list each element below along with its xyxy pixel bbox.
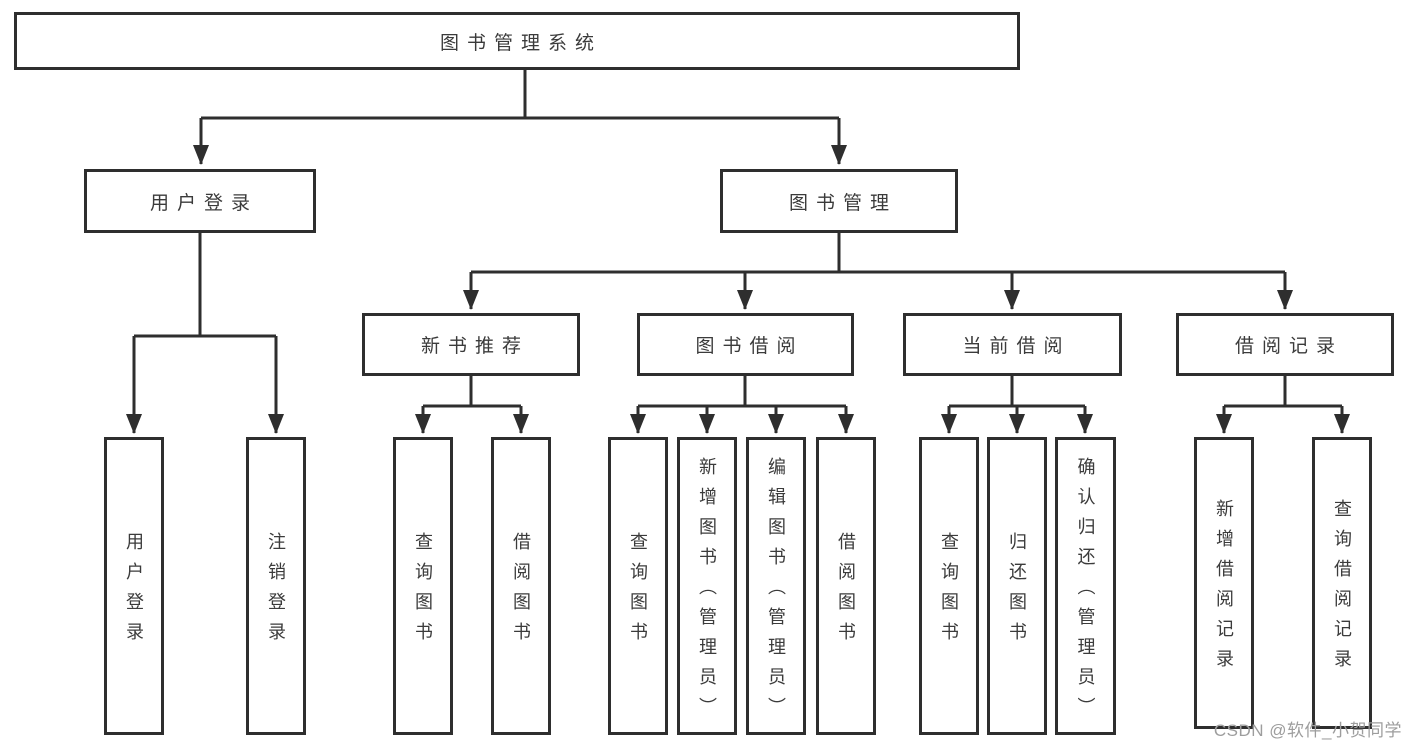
node-root: 图书管理系统 [14,12,1020,70]
node-bb-edit-books-admin: 编辑图书（管理员） [746,437,806,735]
node-cb-confirm-return-admin: 确认归还（管理员） [1055,437,1116,735]
node-br-query-record: 查询借阅记录 [1312,437,1372,729]
node-current-borrow: 当前借阅 [903,313,1122,376]
csdn-watermark: CSDN @软件_小贺同学 [1213,721,1402,740]
node-login: 用户登录 [104,437,164,735]
node-br-add-record: 新增借阅记录 [1194,437,1254,729]
node-bb-add-books-admin: 新增图书（管理员） [677,437,737,735]
node-cb-query-books: 查询图书 [919,437,979,735]
node-user-login: 用户登录 [84,169,316,233]
node-borrow-records: 借阅记录 [1176,313,1394,376]
node-bb-borrow-books: 借阅图书 [816,437,876,735]
node-logout: 注销登录 [246,437,306,735]
node-nb-borrow-books: 借阅图书 [491,437,551,735]
node-nb-query-books: 查询图书 [393,437,453,735]
node-cb-return-books: 归还图书 [987,437,1047,735]
node-book-borrow: 图书借阅 [637,313,854,376]
node-new-book-recommend: 新书推荐 [362,313,580,376]
node-book-management: 图书管理 [720,169,958,233]
node-bb-query-books: 查询图书 [608,437,668,735]
